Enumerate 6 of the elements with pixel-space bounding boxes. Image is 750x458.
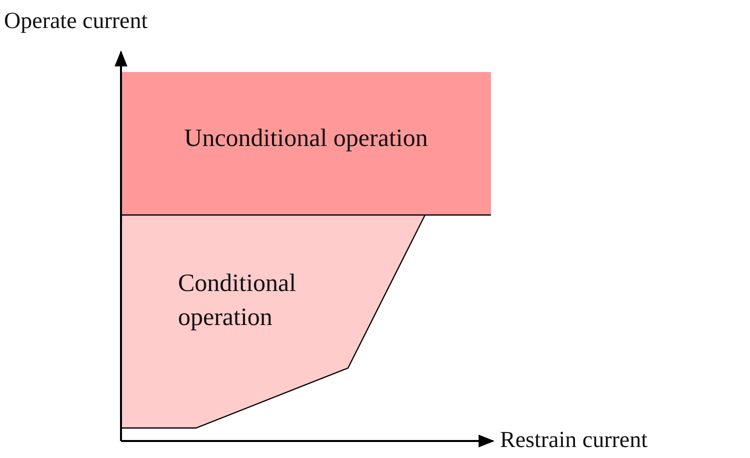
region-label: Conditional operation [178,269,298,333]
unconditional-region [121,72,491,215]
axis-label: Operate current [4,8,148,34]
axis-label: Restrain current [500,427,648,453]
conditional-region [121,215,425,428]
region-label: Unconditional operation [183,124,429,154]
